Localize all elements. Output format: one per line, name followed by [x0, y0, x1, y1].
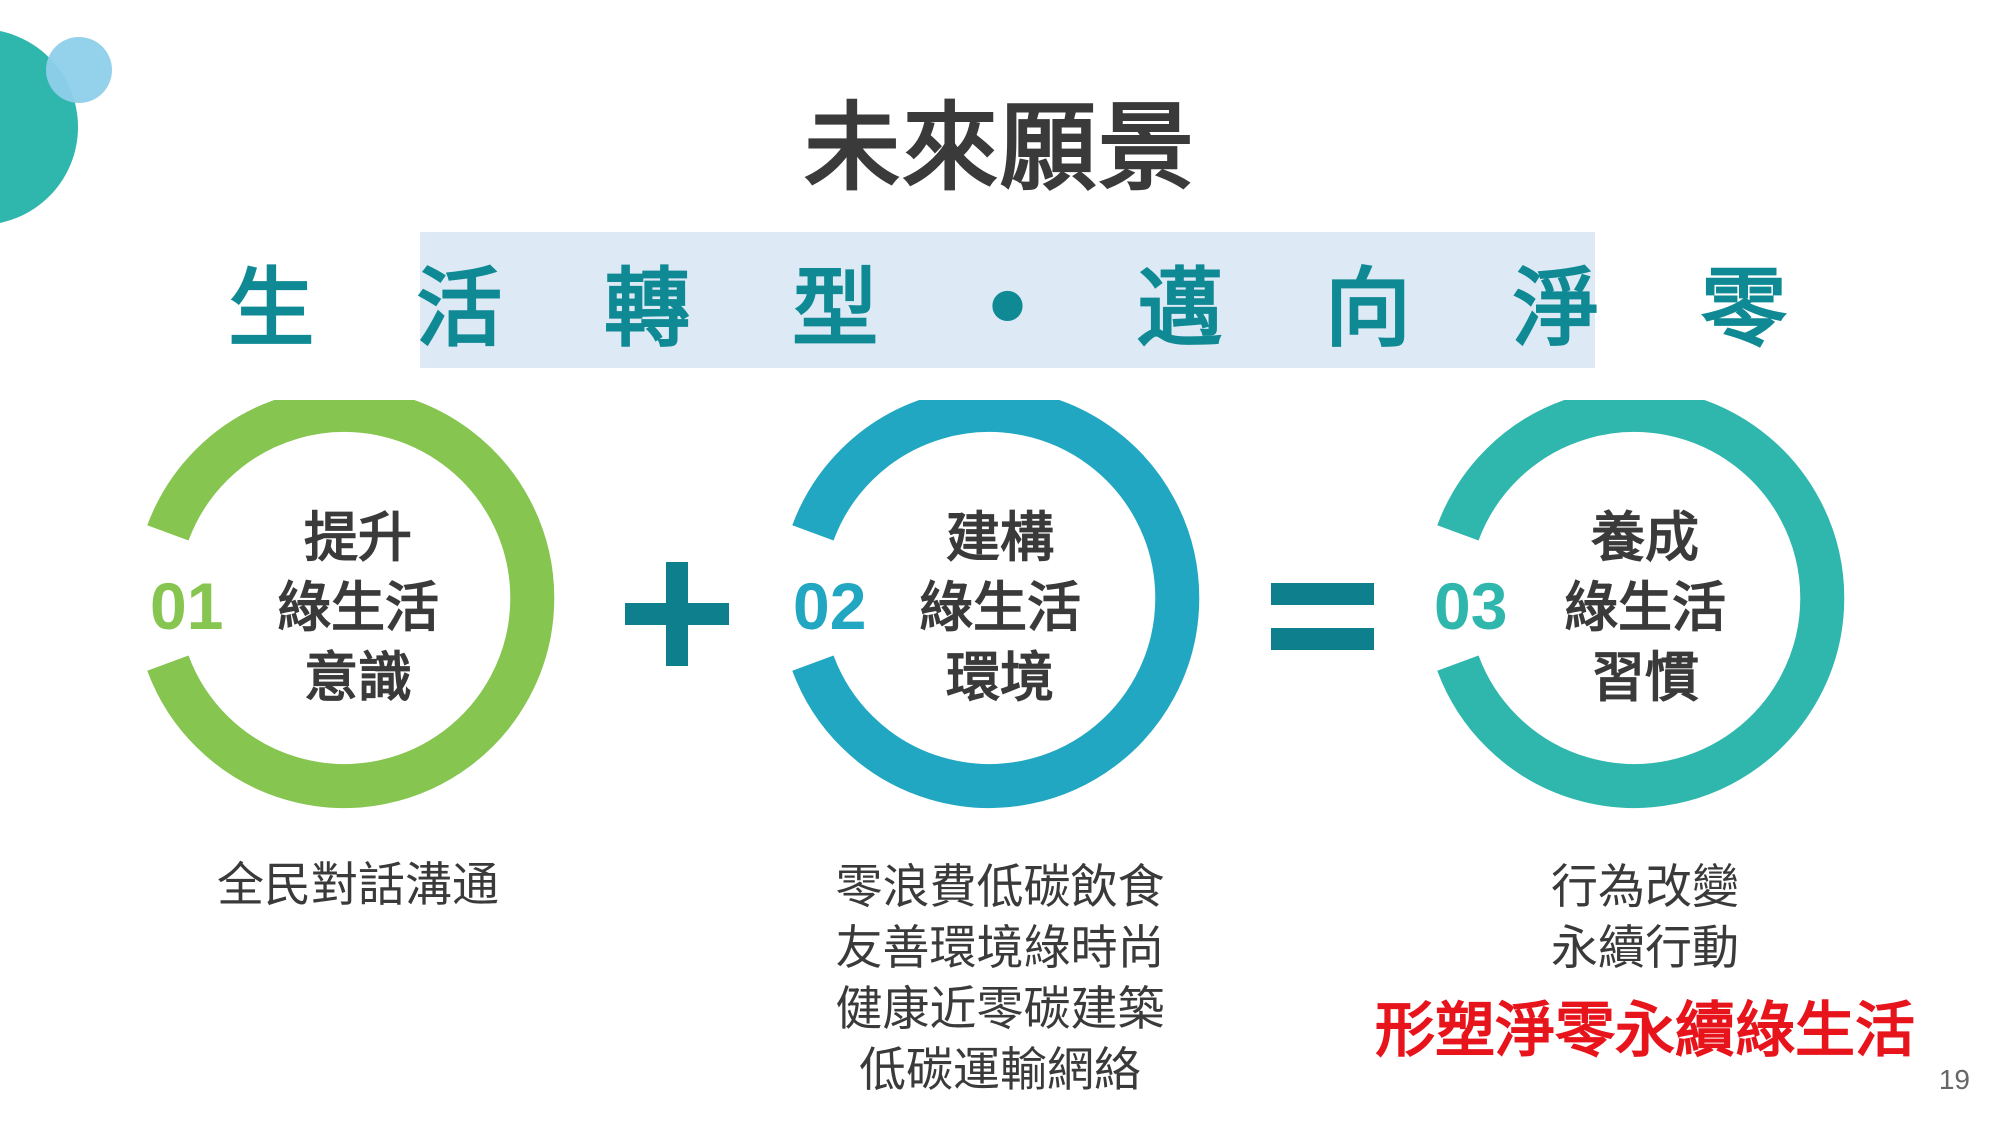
item-02-line-3: 環境 — [946, 646, 1054, 709]
banner-text: 生 活 轉 型 • 邁 向 淨 零 — [228, 258, 1823, 359]
ring-03 — [1437, 400, 1845, 808]
item-02-line-2: 綠生活 — [919, 576, 1081, 639]
ring-01 — [147, 400, 555, 808]
item-02-line-1: 建構 — [946, 506, 1054, 569]
item-01-desc-line: 全民對話溝通 — [217, 858, 499, 913]
item-01-line-3: 意識 — [304, 646, 412, 709]
item-03-label: 養成 綠生活 習慣 — [1545, 503, 1745, 713]
item-01-label: 提升 綠生活 意識 — [258, 503, 458, 713]
ring-02 — [792, 400, 1200, 808]
item-01-description: 全民對話溝通 — [158, 855, 558, 916]
highlight-slogan: 形塑淨零永續綠生活 — [1375, 996, 1915, 1066]
item-02-label: 建構 綠生活 環境 — [900, 503, 1100, 713]
light-blue-decor-circle — [46, 37, 112, 103]
item-03-line-1: 養成 — [1591, 506, 1699, 569]
item-02-desc-line-2: 友善環境綠時尚 — [835, 921, 1165, 976]
item-03-line-3: 習慣 — [1591, 646, 1699, 709]
page-number: 19 — [1938, 1064, 1970, 1095]
page-title: 未來願景 — [804, 92, 1196, 204]
item-03-desc-line-2: 永續行動 — [1551, 921, 1739, 976]
item-02-desc-line-3: 健康近零碳建築 — [835, 982, 1165, 1037]
item-03-description: 行為改變 永續行動 — [1445, 857, 1845, 979]
item-01-number: 01 — [150, 569, 224, 643]
item-02-description: 零浪費低碳飲食 友善環境綠時尚 健康近零碳建築 低碳運輸網絡 — [800, 857, 1200, 1101]
item-02-number: 02 — [793, 569, 867, 643]
equals-icon — [1271, 583, 1374, 650]
item-03-number: 03 — [1434, 569, 1508, 643]
plus-icon — [625, 562, 729, 666]
item-02-desc-line-4: 低碳運輸網絡 — [859, 1043, 1141, 1098]
item-03-line-2: 綠生活 — [1564, 576, 1726, 639]
item-01-line-2: 綠生活 — [277, 576, 439, 639]
corner-decoration — [0, 31, 112, 223]
item-02-desc-line-1: 零浪費低碳飲食 — [835, 860, 1165, 915]
item-03-desc-line-1: 行為改變 — [1551, 860, 1739, 915]
subtitle-banner: 生 活 轉 型 • 邁 向 淨 零 — [228, 232, 1787, 368]
item-01-line-1: 提升 — [304, 506, 412, 569]
rings-graphic — [147, 400, 1845, 808]
